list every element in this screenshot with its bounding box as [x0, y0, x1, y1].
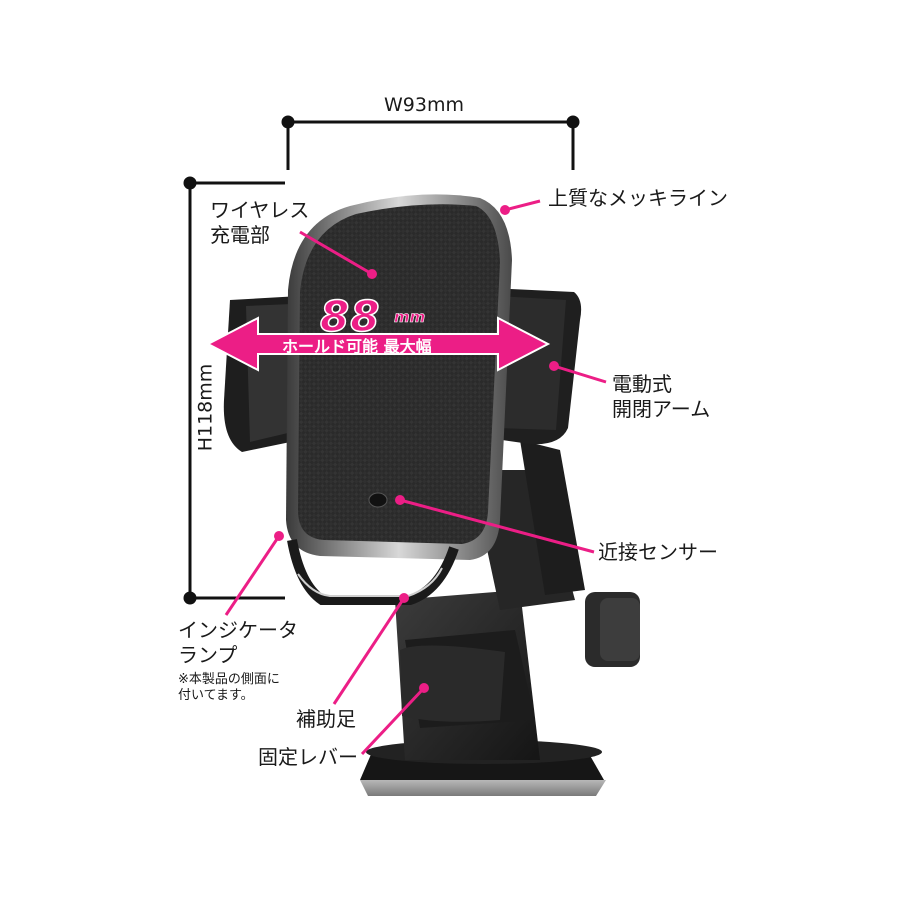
indicator-leader [224, 535, 281, 616]
callout-line: 電動式 [612, 372, 672, 396]
support-foot-callout: 補助足 [296, 707, 356, 731]
note-line: ※本製品の側面に [178, 672, 280, 687]
support-foot [287, 539, 459, 605]
indicator-lamp-callout: インジケータ ランプ [178, 618, 298, 668]
arm-leader [553, 364, 607, 384]
proximity-sensor-callout: 近接センサー [598, 540, 718, 564]
callout-line: インジケータ [178, 618, 298, 642]
plating-leader [504, 199, 541, 212]
foot-leader [332, 597, 406, 705]
max-width-arrow [205, 316, 551, 372]
callout-line: ワイヤレス [210, 198, 310, 222]
indicator-note: ※本製品の側面に 付いてます。 [178, 672, 280, 704]
lock-lever-callout: 固定レバー [258, 745, 358, 769]
callout-line: ランプ [178, 643, 238, 667]
callout-line: 充電部 [210, 223, 270, 247]
plating-callout: 上質なメッキライン [548, 186, 728, 210]
height-dimension-label: H118mm [194, 363, 217, 452]
note-line: 付いてます。 [178, 688, 254, 703]
lever [400, 645, 505, 722]
charging-cradle [286, 194, 512, 560]
callout-leaders [224, 199, 607, 756]
sensor-leader [399, 498, 595, 554]
max-width-caption: ホールド可能 最大幅 [282, 337, 432, 356]
electric-arm-callout: 電動式 開閉アーム [612, 372, 710, 422]
max-width-value: 88 [319, 291, 381, 342]
width-dimension-line [281, 115, 580, 170]
callout-line: 開閉アーム [612, 397, 711, 421]
lever-leader [360, 686, 426, 756]
wireless-charger-callout: ワイヤレス 充電部 [210, 198, 309, 248]
max-width-unit: mm [394, 308, 426, 327]
width-dimension-label: W93mm [384, 94, 464, 116]
charger-leader [299, 230, 373, 276]
